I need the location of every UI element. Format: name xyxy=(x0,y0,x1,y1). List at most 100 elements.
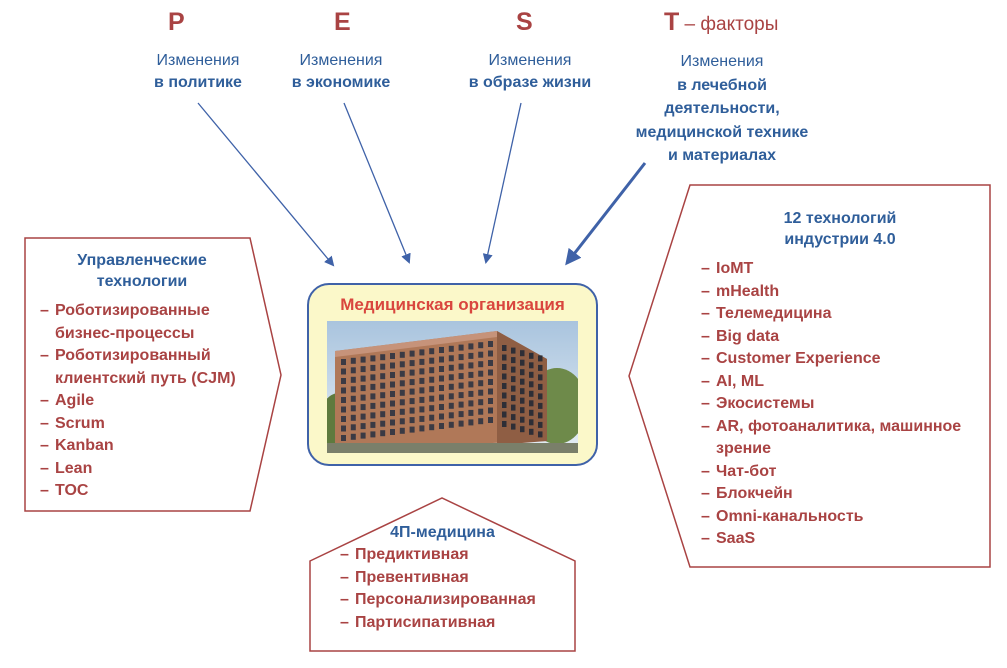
right-block-title: 12 технологий индустрии 4.0 xyxy=(690,208,990,250)
building-window xyxy=(458,420,464,427)
building-window xyxy=(511,385,516,392)
right-item: SaaS xyxy=(701,528,961,551)
building-window xyxy=(439,347,444,353)
left-item: Agile xyxy=(40,390,236,413)
building-window xyxy=(360,385,366,392)
building-window xyxy=(390,362,395,369)
building-window xyxy=(511,404,516,411)
building-window xyxy=(448,412,454,419)
center-organization-box: Медицинская организация xyxy=(307,283,598,466)
building-window xyxy=(350,414,356,421)
building-window xyxy=(350,386,356,393)
building-window xyxy=(439,404,444,410)
left-item-continuation: бизнес-процессы xyxy=(55,324,195,342)
building-window xyxy=(502,411,507,418)
building-window xyxy=(419,415,425,422)
building-window xyxy=(488,417,493,423)
right-item: Экосистемы xyxy=(701,393,961,416)
building-window xyxy=(380,363,386,370)
building-window xyxy=(429,376,435,383)
building-window xyxy=(419,377,425,384)
building-window xyxy=(529,371,534,378)
building-window xyxy=(429,367,435,374)
bottom-block-list: Предиктивная Превентивная Персонализиров… xyxy=(340,544,536,634)
building-window xyxy=(380,430,386,437)
right-block-title-line1: 12 технологий xyxy=(783,210,897,227)
pest-e-line2: в экономике xyxy=(291,74,391,91)
building-window xyxy=(511,357,516,364)
building-window xyxy=(380,373,386,380)
building-window xyxy=(520,350,525,357)
building-window xyxy=(390,381,395,388)
building-window xyxy=(478,380,484,387)
building-window xyxy=(458,363,464,370)
building-window xyxy=(370,412,376,419)
pest-s-line1: Изменения xyxy=(488,52,572,69)
building-window xyxy=(538,374,543,381)
building-window xyxy=(439,375,444,382)
building-window xyxy=(520,378,525,385)
left-block-title-line2: технологии xyxy=(96,273,188,290)
building-window xyxy=(488,369,493,376)
building-window xyxy=(458,354,464,361)
building-window xyxy=(511,366,516,373)
bottom-item: Превентивная xyxy=(340,567,536,590)
building-window xyxy=(399,427,405,434)
building-window xyxy=(399,351,405,358)
building-window xyxy=(520,397,525,404)
building-window xyxy=(458,373,464,380)
pest-letter-t: T – факторы xyxy=(664,8,778,37)
building-window xyxy=(380,382,386,389)
building-window xyxy=(399,389,405,396)
building-window xyxy=(478,342,484,349)
arrow-s xyxy=(482,102,522,264)
building-window xyxy=(360,413,366,420)
building-window xyxy=(390,429,395,435)
building-window xyxy=(529,428,534,435)
pest-t-line1: Изменения xyxy=(680,53,764,70)
building-window xyxy=(350,424,356,431)
right-item-continuation: зрение xyxy=(716,440,772,457)
left-item: Роботизированные xyxy=(40,300,236,323)
building-window xyxy=(429,357,435,364)
building-window xyxy=(439,385,444,391)
pest-p-line1: Изменения xyxy=(156,52,240,69)
pest-t-line4: медицинской технике xyxy=(635,123,809,141)
left-item: Kanban xyxy=(40,435,236,458)
building-window xyxy=(350,395,356,402)
pest-letter-t-char: T xyxy=(664,8,680,36)
building-window xyxy=(429,386,435,393)
building-window xyxy=(341,378,346,384)
building-window xyxy=(520,369,525,376)
right-item: Big data xyxy=(701,326,961,349)
building-window xyxy=(468,419,474,426)
building-window xyxy=(478,389,484,396)
pest-letter-e: E xyxy=(334,8,351,36)
building-window xyxy=(350,357,356,364)
arrow-t xyxy=(565,162,647,266)
building-window xyxy=(390,410,395,416)
building-window xyxy=(478,351,484,358)
pest-p-text: Изменения в политике xyxy=(113,50,283,94)
building-window xyxy=(502,392,507,399)
building-window xyxy=(458,344,464,351)
building-window xyxy=(458,411,464,418)
building-window xyxy=(419,358,425,365)
building-window xyxy=(409,369,415,376)
building-window xyxy=(350,433,356,440)
building-window xyxy=(520,426,525,433)
building-window xyxy=(390,419,395,426)
building-window xyxy=(468,352,474,359)
building-window xyxy=(341,368,346,375)
building-window xyxy=(380,354,386,361)
building-window xyxy=(370,364,376,371)
building-window xyxy=(419,396,425,403)
building-window xyxy=(350,367,356,374)
building-window xyxy=(360,375,366,382)
building-window xyxy=(468,390,474,397)
bottom-block-title: 4П-медицина xyxy=(390,524,495,541)
building-window xyxy=(488,350,493,357)
right-item: AI, ML xyxy=(701,371,961,394)
pest-s-text: Изменения в образе жизни xyxy=(440,50,620,94)
